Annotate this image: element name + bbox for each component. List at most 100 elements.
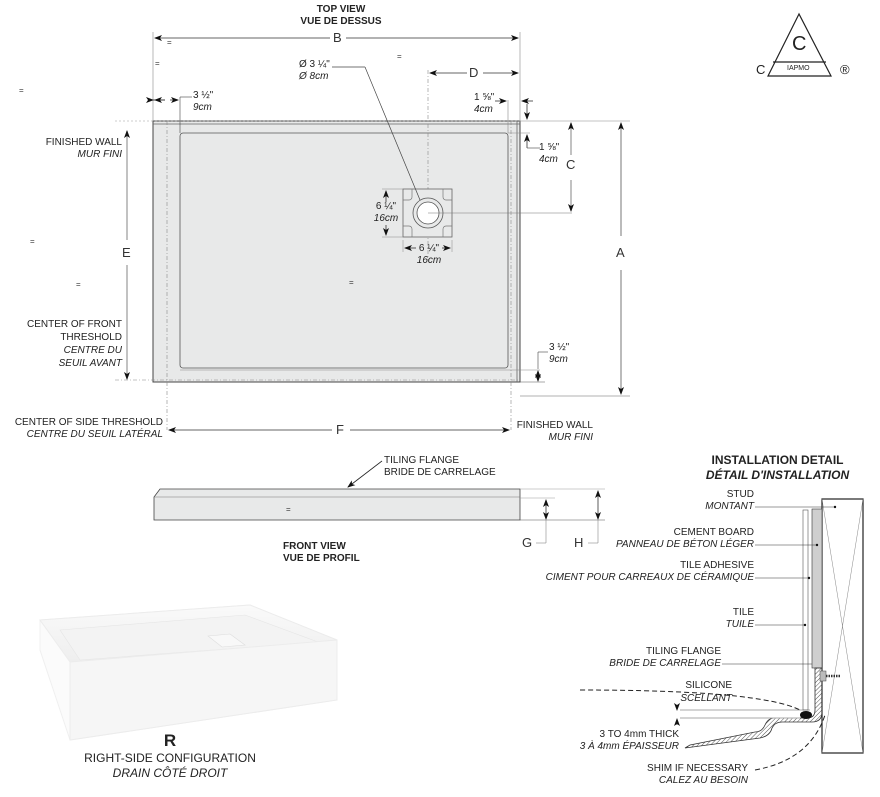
front-threshold-en1: CENTER OF FRONT [27, 319, 122, 330]
logo-band: IAPMO [787, 65, 810, 72]
top-view-title-en: TOP VIEW [316, 4, 366, 15]
finished-wall-right-en: FINISHED WALL [516, 420, 593, 431]
shim-en: SHIM IF NECESSARY [647, 763, 748, 774]
installation-detail-title: INSTALLATION DETAIL DÉTAIL D'INSTALLATIO… [690, 453, 865, 483]
front-view-title-fr: VUE DE PROFIL [283, 553, 360, 564]
detail-label-tile: TILE TUILE [660, 607, 754, 631]
drain-height-in: 6 ¼" [375, 201, 397, 212]
silicone-en: SILICONE [685, 680, 732, 691]
top-right-offset-in: 1 ⅝" [474, 92, 495, 103]
dim-d-label: D [467, 65, 481, 80]
bottom-offset-in: 3 ½" [549, 342, 570, 353]
right-top-offset-cm: 4cm [539, 154, 558, 165]
equal-mark: = [349, 278, 354, 287]
dim-a [520, 122, 630, 397]
drain-height-label: 6 ¼" 16cm [370, 201, 402, 225]
stud-en: STUD [726, 489, 754, 500]
product-caption: RIGHT-SIDE CONFIGURATION DRAIN CÔTÉ DROI… [60, 751, 280, 781]
tile-adhesive-fr: CIMENT POUR CARREAUX DE CÉRAMIQUE [545, 572, 754, 583]
thickness-fr: 3 À 4mm ÉPAISSEUR [579, 741, 679, 752]
bottom-offset-cm: 9cm [549, 354, 568, 365]
stud-fr: MONTANT [705, 501, 754, 512]
front-flange-en: TILING FLANGE [384, 455, 460, 466]
finished-wall-left-label: FINISHED WALL MUR FINI [20, 137, 122, 161]
shim-fr: CALEZ AU BESOIN [658, 775, 748, 786]
installation-title-fr: DÉTAIL D'INSTALLATION [705, 468, 850, 482]
finished-wall-right-fr: MUR FINI [548, 432, 593, 443]
detail-label-stud: STUD MONTANT [560, 489, 754, 513]
top-right-offset-cm: 4cm [474, 104, 493, 115]
right-top-offset-label: 1 ⅝" 4cm [539, 142, 559, 166]
equal-mark: = [19, 86, 24, 95]
side-threshold-en: CENTER OF SIDE THRESHOLD [14, 417, 163, 428]
logo-c-left: C [756, 62, 766, 77]
installation-title-en: INSTALLATION DETAIL [711, 453, 844, 467]
dim-c-label: C [564, 157, 578, 172]
drain-width-cm: 16cm [416, 255, 442, 266]
right-top-offset-in: 1 ⅝" [539, 142, 560, 153]
drain-height-cm: 16cm [373, 213, 399, 224]
equal-mark: = [286, 505, 291, 514]
front-view-title: FRONT VIEW VUE DE PROFIL [283, 541, 360, 565]
front-threshold-fr1: CENTRE DU [63, 345, 122, 356]
side-threshold-label: CENTER OF SIDE THRESHOLD CENTRE DU SEUIL… [0, 417, 163, 441]
dim-b [152, 32, 521, 121]
thickness-en: 3 TO 4mm THICK [599, 729, 679, 740]
finished-wall-left-fr: MUR FINI [77, 149, 122, 160]
equal-mark: = [167, 38, 172, 47]
top-view-tray [115, 70, 540, 430]
drain-diameter-cm: Ø 8cm [299, 71, 329, 82]
finished-wall-left-en: FINISHED WALL [45, 137, 122, 148]
left-offset-label: 3 ½" 9cm [193, 90, 213, 114]
product-description: RIGHT-SIDE CONFIGURATION [84, 751, 256, 765]
front-flange-label: TILING FLANGE BRIDE DE CARRELAGE [384, 455, 496, 479]
dim-f-label: F [334, 422, 346, 437]
dim-c [520, 120, 630, 212]
product-description-fr: DRAIN CÔTÉ DROIT [112, 766, 228, 780]
front-flange-fr: BRIDE DE CARRELAGE [384, 467, 496, 478]
cement-board-en: CEMENT BOARD [673, 527, 754, 538]
front-threshold-label: CENTER OF FRONT THRESHOLD CENTRE DU SEUI… [10, 318, 122, 370]
installation-detail-drawing [579, 498, 864, 771]
detail-label-silicone: SILICONE SCELLANT [650, 679, 732, 705]
tiling-flange-en: TILING FLANGE [645, 646, 721, 657]
top-view-title: TOP VIEW VUE DE DESSUS [296, 4, 386, 28]
product-render [39, 604, 338, 741]
tile-en: TILE [732, 607, 754, 618]
drain-diameter-in: Ø 3 ¼" [299, 59, 330, 70]
dim-right-top-offset [508, 104, 540, 149]
cement-board-fr: PANNEAU DE BÉTON LÉGER [616, 539, 754, 550]
dim-e-label: E [120, 245, 133, 260]
drain-width-label: 6 ¼" 16cm [412, 243, 446, 267]
bottom-offset-label: 3 ½" 9cm [549, 342, 569, 366]
detail-label-cement-board: CEMENT BOARD PANNEAU DE BÉTON LÉGER [560, 527, 754, 551]
tile-fr: TUILE [725, 619, 754, 630]
detail-label-shim: SHIM IF NECESSARY CALEZ AU BESOIN [630, 763, 748, 787]
front-threshold-en2: THRESHOLD [60, 332, 122, 343]
product-code: R [163, 731, 177, 750]
iapmo-logo [767, 12, 832, 77]
dim-h-label: H [574, 535, 584, 550]
dim-drain [382, 188, 453, 252]
tiling-flange-fr: BRIDE DE CARRELAGE [609, 658, 721, 669]
left-offset-cm: 9cm [193, 102, 212, 113]
drain-width-in: 6 ¼" [418, 243, 440, 254]
dim-a-label: A [614, 245, 627, 260]
dim-bottom-offset [520, 351, 548, 383]
left-offset-in: 3 ½" [193, 90, 214, 101]
detail-label-tile-adhesive: TILE ADHESIVE CIMENT POUR CARREAUX DE CÉ… [520, 560, 754, 584]
dim-top-right-offset [495, 98, 533, 133]
top-view-title-fr: VUE DE DESSUS [300, 16, 382, 27]
logo-registered: ® [840, 62, 850, 77]
drain-diameter-label: Ø 3 ¼" Ø 8cm [299, 59, 330, 83]
equal-mark: = [155, 59, 160, 68]
front-view-tray [153, 460, 605, 544]
logo-c-center: C [792, 33, 807, 55]
front-threshold-fr2: SEUIL AVANT [58, 358, 122, 369]
drain-square [332, 66, 572, 238]
side-threshold-fr: CENTRE DU SEUIL LATÉRAL [26, 429, 163, 440]
top-right-offset-label: 1 ⅝" 4cm [474, 92, 494, 116]
dim-left-offset [146, 96, 192, 133]
tile-adhesive-en: TILE ADHESIVE [680, 560, 754, 571]
